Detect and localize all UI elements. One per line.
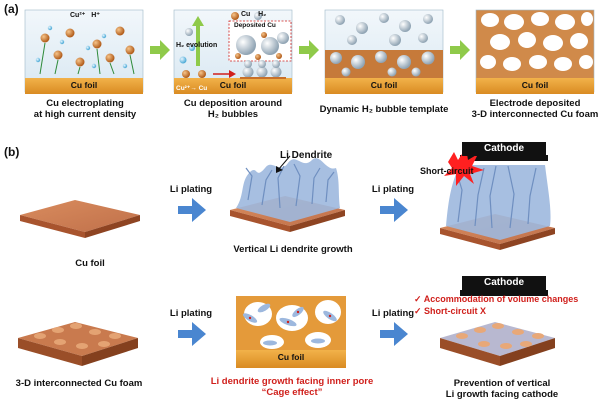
check-2-text: Short-circuit X: [424, 306, 487, 316]
li-plating-label-2: Li plating: [371, 184, 415, 195]
caption-step-3: Dynamic H₂ bubble template: [314, 104, 454, 115]
panel-a-step2: [173, 9, 293, 94]
prevention-slab: [440, 290, 555, 366]
caption-3-line-1: Dynamic H₂ bubble template: [319, 104, 449, 115]
li-plating-label-1: Li plating: [169, 184, 213, 195]
caption-2-line-1: Cu deposition around: [183, 98, 283, 109]
prevention-line-1: Prevention of vertical: [453, 378, 551, 389]
cathode-label-bottom: Cathode: [462, 276, 546, 290]
cu-legend: Cu: [241, 11, 251, 18]
cathode-label-top: Cathode: [462, 142, 546, 156]
panel-a-arrows: [150, 40, 470, 60]
caption-4-line-1: Electrode deposited: [489, 98, 581, 109]
legend-left: Cu²⁺ H⁺: [70, 11, 100, 19]
check-2: ✓ Short-circuit X: [414, 306, 487, 316]
caption-4-line-2: 3-D interconnected Cu foam: [471, 109, 599, 120]
panel-b-tag: (b): [4, 145, 20, 159]
cage-caption-line-2: “Cage effect”: [261, 387, 323, 398]
prevention-line-2: Li growth facing cathode: [445, 389, 559, 400]
foil-label-4: Cu foil: [521, 80, 549, 90]
h-ion-legend: H⁺: [91, 12, 100, 19]
h2-legend: H₂: [258, 11, 267, 18]
caption-step-2: Cu deposition around H₂ bubbles: [163, 98, 303, 120]
cage-foil-label: Cu foil: [277, 352, 305, 362]
panel-a-step1: [24, 9, 144, 94]
dendrite-pointer: [277, 155, 291, 171]
check-1: ✓ Accommodation of volume changes: [414, 294, 579, 304]
short-circuit-label: Short-circuit: [420, 166, 474, 176]
cage-effect-box: [236, 296, 346, 368]
foil-label-2: Cu foil: [219, 80, 247, 90]
h2-evolution-label: H₂ evolution: [176, 42, 218, 49]
cage-caption: Li dendrite growth facing inner pore “Ca…: [196, 376, 388, 398]
panel-a-step4: [475, 9, 595, 94]
foil-label-3: Cu foil: [370, 80, 398, 90]
li-plating-label-4: Li plating: [371, 308, 415, 319]
panel-a-tag: (a): [4, 2, 19, 16]
deposited-cu-label: Deposited Cu: [234, 22, 276, 29]
caption-1-line-2: at high current density: [33, 109, 137, 120]
cu-ion-legend: Cu²⁺: [70, 12, 86, 19]
caption-step-1: Cu electroplating at high current densit…: [15, 98, 155, 120]
check-1-text: Accommodation of volume changes: [423, 294, 579, 304]
li-dendrite-label: Li Dendrite: [280, 150, 333, 161]
cu-foam-slab: [18, 322, 138, 366]
cu-foil-caption: Cu foil: [75, 258, 105, 269]
dendrite-slab: [230, 158, 345, 232]
panel-b-arrows: [178, 198, 408, 346]
panel-a-step3: [324, 9, 444, 94]
cu-foil-slab: [20, 200, 140, 238]
caption-step-4: Electrode deposited 3-D interconnected C…: [462, 98, 605, 120]
li-plating-label-3: Li plating: [169, 308, 213, 319]
short-circuit-slab: [440, 148, 555, 250]
cage-caption-line-1: Li dendrite growth facing inner pore: [210, 376, 374, 387]
prevention-caption: Prevention of vertical Li growth facing …: [432, 378, 572, 400]
foil-label-1: Cu foil: [70, 80, 98, 90]
caption-1-line-1: Cu electroplating: [46, 98, 124, 109]
vertical-growth-caption: Vertical Li dendrite growth: [233, 244, 353, 255]
cu-foam-caption: 3-D interconnected Cu foam: [15, 378, 143, 389]
reaction-label: Cu²⁺→ Cu: [176, 85, 208, 92]
caption-2-line-2: H₂ bubbles: [207, 109, 259, 120]
legend-right: Cu H₂: [241, 11, 266, 18]
